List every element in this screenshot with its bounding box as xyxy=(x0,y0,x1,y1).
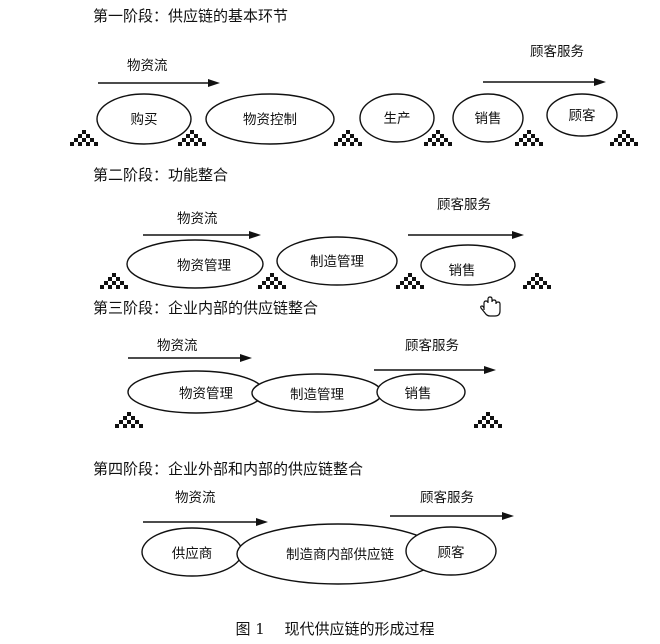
stage-4: 第四阶段：企业外部和内部的供应链整合 物资流 顾客服务 供应商 制造商内部供应链… xyxy=(93,460,514,585)
stage-4-node-customer: 顾客 xyxy=(405,526,497,576)
stage-3-service-label: 顾客服务 xyxy=(405,337,459,354)
svg-text:购买: 购买 xyxy=(131,112,158,128)
stage-4-node-supplier: 供应商 xyxy=(141,527,243,577)
stage-4-title: 第四阶段：企业外部和内部的供应链整合 xyxy=(93,460,363,478)
stage-1-node-sales: 销售 xyxy=(452,93,524,143)
svg-text:制造管理: 制造管理 xyxy=(310,254,364,270)
stock-pile-icon xyxy=(474,412,502,428)
stage-3-node-material-management: 物资管理 xyxy=(127,370,265,414)
hand-cursor-icon xyxy=(480,296,501,317)
stage-3-title: 第三阶段：企业内部的供应链整合 xyxy=(93,299,318,317)
svg-text:生产: 生产 xyxy=(384,111,411,127)
stock-pile-icon xyxy=(515,130,543,146)
stage-3: 第三阶段：企业内部的供应链整合 物资流 顾客服务 物资管理 制造管理 销售 xyxy=(93,299,502,428)
stage-4-material-flow-arrow xyxy=(143,518,268,526)
stage-1-service-arrow xyxy=(483,78,606,86)
svg-text:供应商: 供应商 xyxy=(172,545,213,562)
stock-pile-icon xyxy=(115,412,143,428)
svg-text:物资管理: 物资管理 xyxy=(179,386,233,402)
stage-2-material-flow-arrow xyxy=(143,231,261,239)
svg-text:物资控制: 物资控制 xyxy=(243,112,297,128)
stage-2-title: 第二阶段：功能整合 xyxy=(93,166,228,184)
stock-pile-icon xyxy=(258,273,286,289)
stage-1-node-customer: 顾客 xyxy=(546,93,618,137)
stage-1-node-purchase: 购买 xyxy=(96,93,192,145)
stock-pile-icon xyxy=(424,130,452,146)
stage-4-service-label: 顾客服务 xyxy=(420,489,474,506)
svg-text:顾客: 顾客 xyxy=(569,107,597,124)
stage-3-node-manufacturing-management: 制造管理 xyxy=(251,373,383,413)
stock-pile-icon xyxy=(100,273,128,289)
stage-3-flow-label: 物资流 xyxy=(157,338,198,354)
stage-2-service-arrow xyxy=(408,231,524,239)
stage-2: 第二阶段：功能整合 物资流 顾客服务 物资管理 制造管理 销售 xyxy=(93,166,551,317)
stage-3-service-arrow xyxy=(374,366,496,374)
stage-3-material-flow-arrow xyxy=(128,354,252,362)
svg-text:制造商内部供应链: 制造商内部供应链 xyxy=(286,546,394,563)
stock-pile-icon xyxy=(396,273,424,289)
stage-1-flow-label: 物资流 xyxy=(127,58,168,74)
stage-2-node-manufacturing-management: 制造管理 xyxy=(276,236,398,286)
stock-pile-icon xyxy=(610,130,638,146)
stage-3-node-sales: 销售 xyxy=(376,373,466,411)
stage-1-node-production: 生产 xyxy=(359,93,435,143)
stage-1: 第一阶段：供应链的基本环节 物资流 顾客服务 购买 物资控制 生产 销售 xyxy=(70,7,638,146)
stock-pile-icon xyxy=(70,130,98,146)
stage-1-service-label: 顾客服务 xyxy=(530,43,584,60)
stage-2-node-material-management: 物资管理 xyxy=(126,239,264,289)
stage-4-node-manufacturer-internal-chain: 制造商内部供应链 xyxy=(236,523,440,585)
svg-text:销售: 销售 xyxy=(449,263,476,279)
stage-4-service-arrow xyxy=(390,512,514,520)
figure-caption: 图 1 现代供应链的形成过程 xyxy=(235,620,434,638)
stock-pile-icon xyxy=(523,273,551,289)
svg-text:物资管理: 物资管理 xyxy=(177,258,231,274)
stage-2-flow-label: 物资流 xyxy=(177,211,218,227)
stage-1-node-material-control: 物资控制 xyxy=(205,93,335,145)
svg-text:制造管理: 制造管理 xyxy=(290,387,344,403)
stage-2-service-label: 顾客服务 xyxy=(437,196,491,213)
svg-text:顾客: 顾客 xyxy=(438,544,465,561)
stage-2-node-sales: 销售 xyxy=(420,244,516,286)
svg-text:销售: 销售 xyxy=(405,386,432,402)
stage-4-flow-label: 物资流 xyxy=(175,490,216,506)
stock-pile-icon xyxy=(334,130,362,146)
stage-1-material-flow-arrow xyxy=(98,79,220,87)
stage-1-title: 第一阶段：供应链的基本环节 xyxy=(93,7,288,25)
svg-text:销售: 销售 xyxy=(475,111,502,127)
